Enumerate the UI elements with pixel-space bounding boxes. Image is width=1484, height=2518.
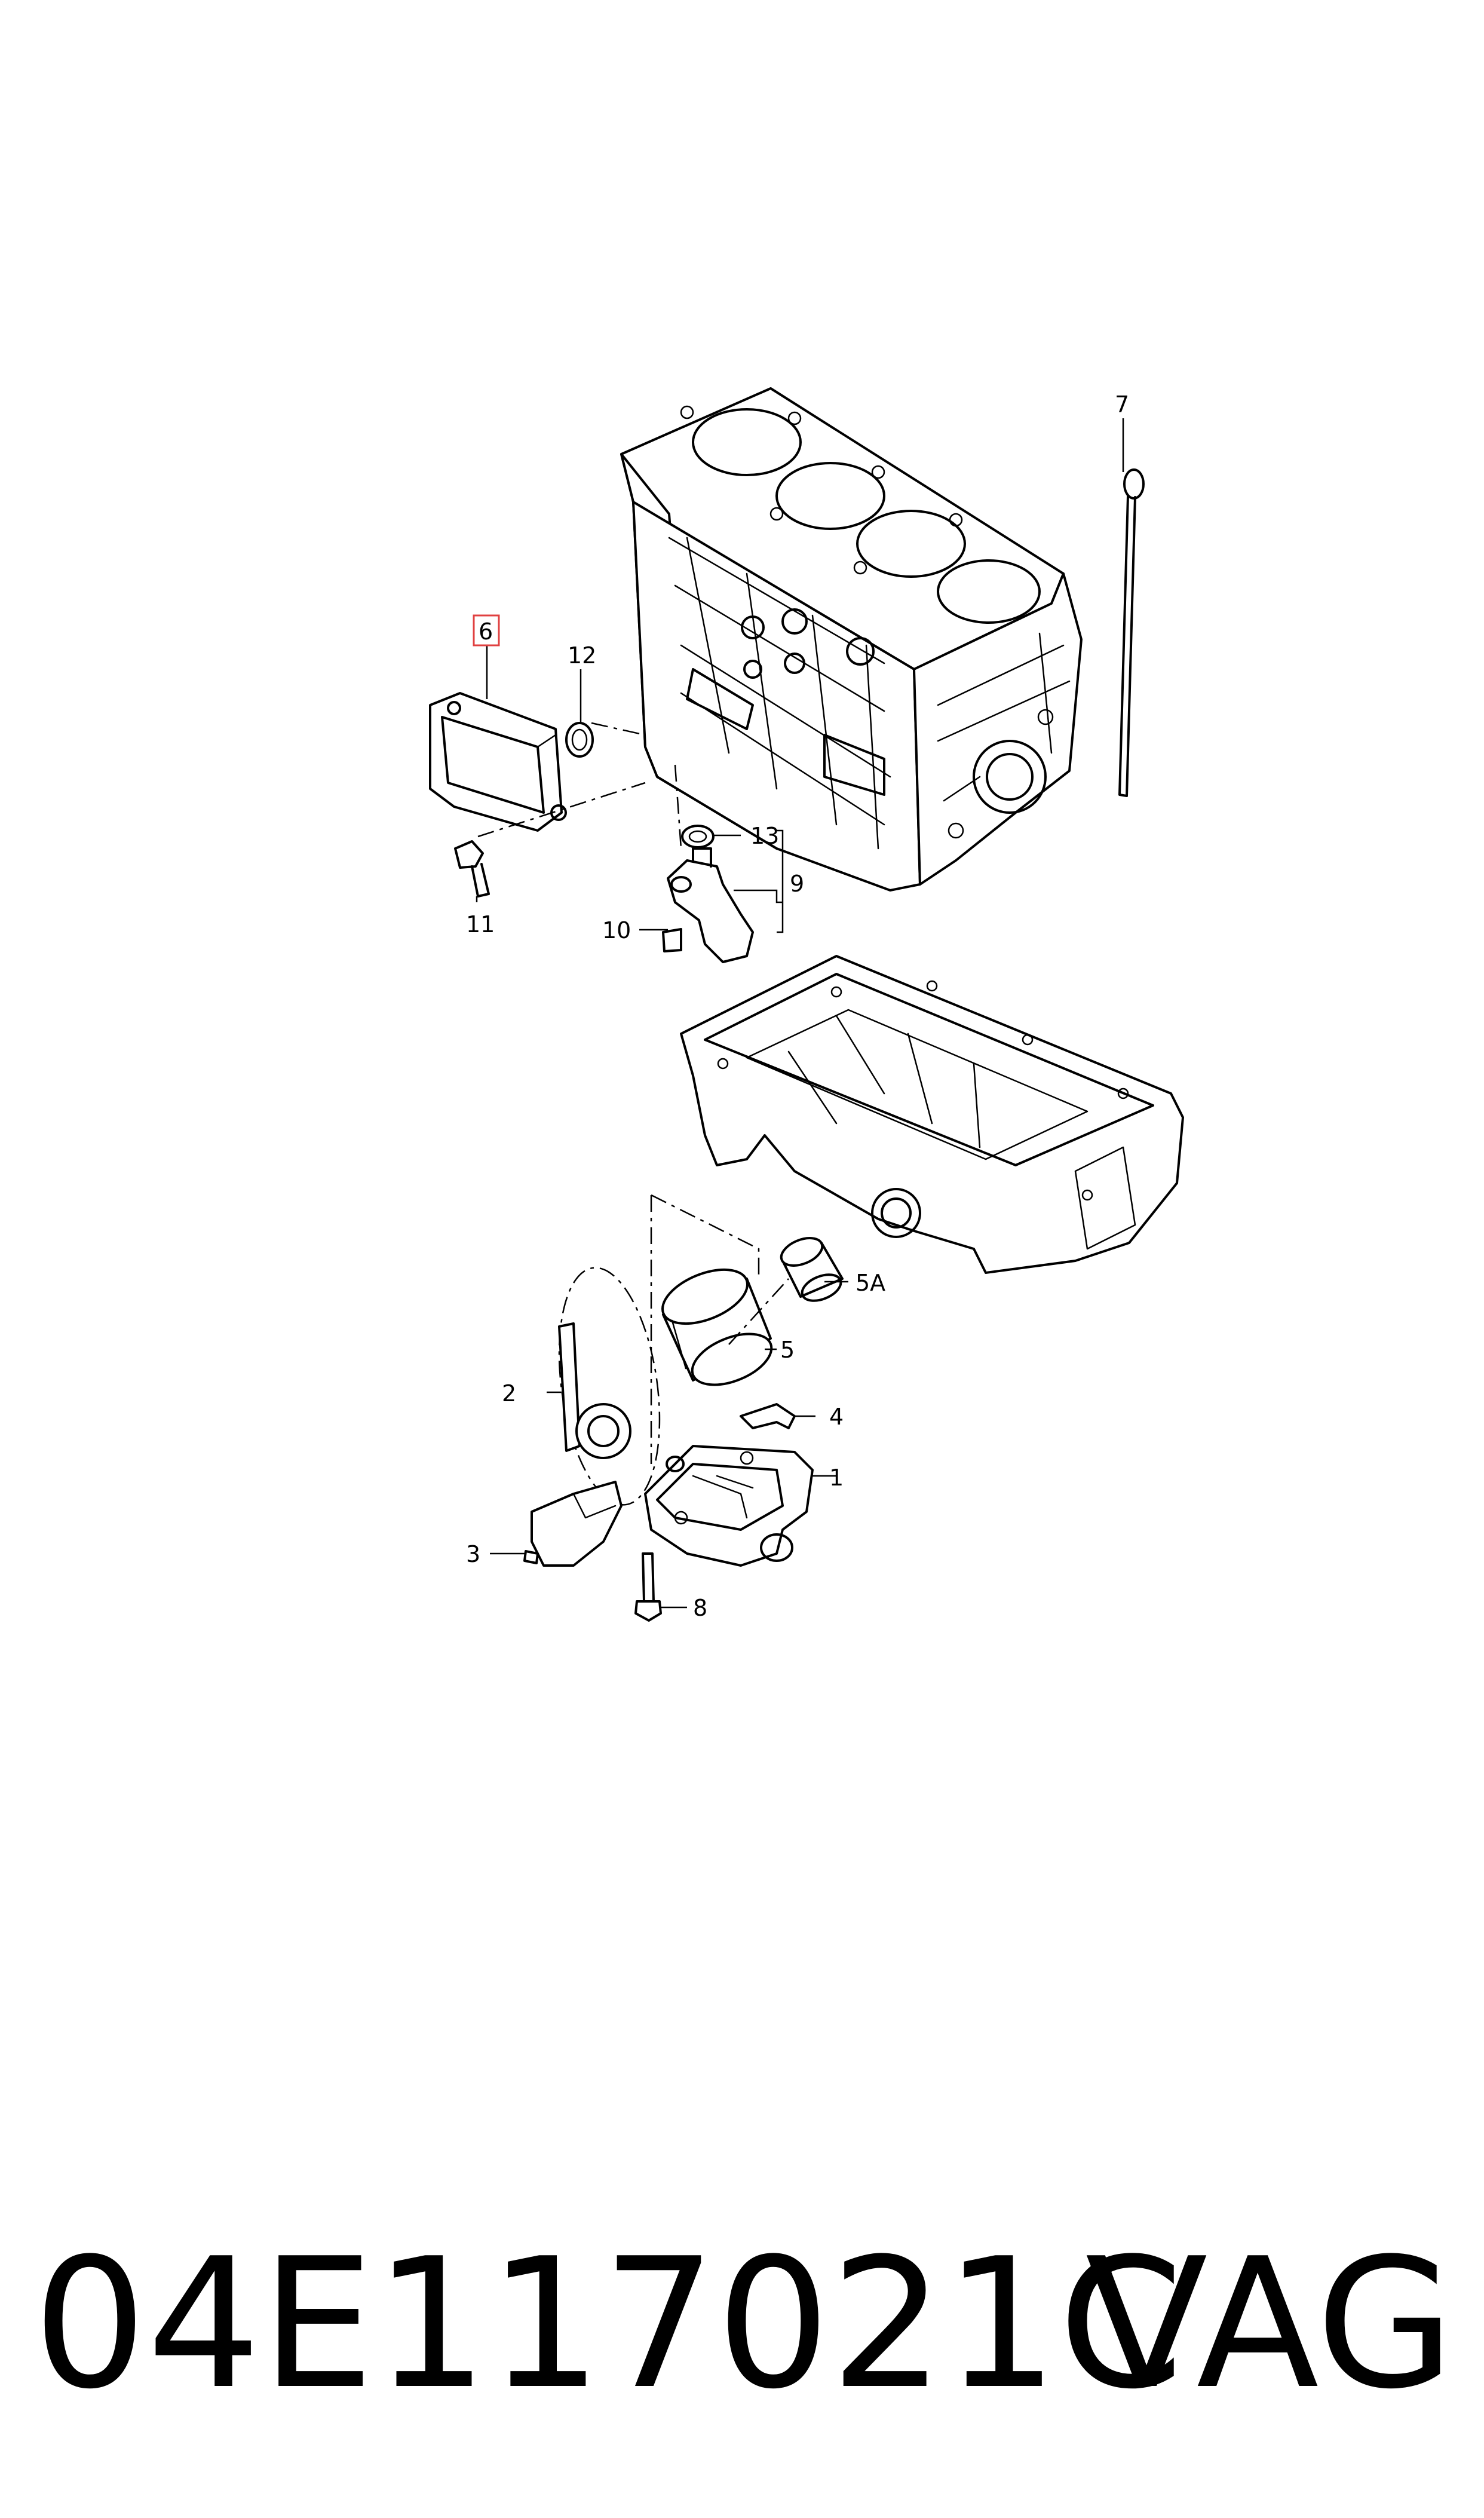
engine-block — [620, 387, 1083, 892]
o-ring-part-12 — [565, 722, 594, 758]
callout-label-5: 5 — [780, 1337, 795, 1363]
part-number: 04E117021C — [33, 2220, 1183, 2428]
oil-pipe-flange-part-9 — [662, 825, 754, 963]
callout-label-12: 12 — [568, 642, 596, 669]
callout-label-8: 8 — [693, 1595, 707, 1621]
callout-leader-lines — [476, 418, 1124, 1609]
oil-filter-part-5 — [661, 1268, 773, 1386]
oil-pump-part-1 — [644, 1445, 814, 1567]
callout-label-2: 2 — [502, 1380, 516, 1407]
callout-label-4: 4 — [829, 1404, 844, 1430]
bolt-part-11 — [454, 840, 490, 897]
callout-label-10: 10 — [602, 917, 631, 944]
callout-label-7: 7 — [1115, 391, 1129, 418]
clip-part-4 — [740, 1403, 796, 1429]
callout-labels: 1 2 3 4 5 5A 6 7 8 9 10 11 12 13 — [466, 391, 1129, 1621]
callout-label-1: 1 — [829, 1465, 844, 1491]
callout-label-9: 9 — [790, 871, 804, 897]
bolt-part-8 — [634, 1552, 662, 1622]
cover-part-3 — [523, 1481, 623, 1567]
dipstick-part-7 — [1118, 468, 1145, 797]
callout-label-11: 11 — [466, 911, 495, 938]
callout-label-3: 3 — [466, 1541, 480, 1567]
brand-name: VAG — [1085, 2220, 1455, 2428]
bushing-part-5a — [780, 1237, 844, 1302]
oil-cooler-part-6 — [429, 692, 567, 832]
callout-6-highlight-box — [473, 614, 500, 647]
callout-label-6: 6 — [479, 618, 493, 645]
drive-chain-part-2 — [558, 1267, 661, 1506]
callout-label-5a: 5A — [856, 1270, 885, 1296]
footer: 04E117021C VAG — [33, 2235, 1455, 2414]
callout-label-13: 13 — [750, 823, 779, 849]
oil-pan — [680, 955, 1184, 1274]
assembly-centerlines — [477, 722, 789, 1464]
